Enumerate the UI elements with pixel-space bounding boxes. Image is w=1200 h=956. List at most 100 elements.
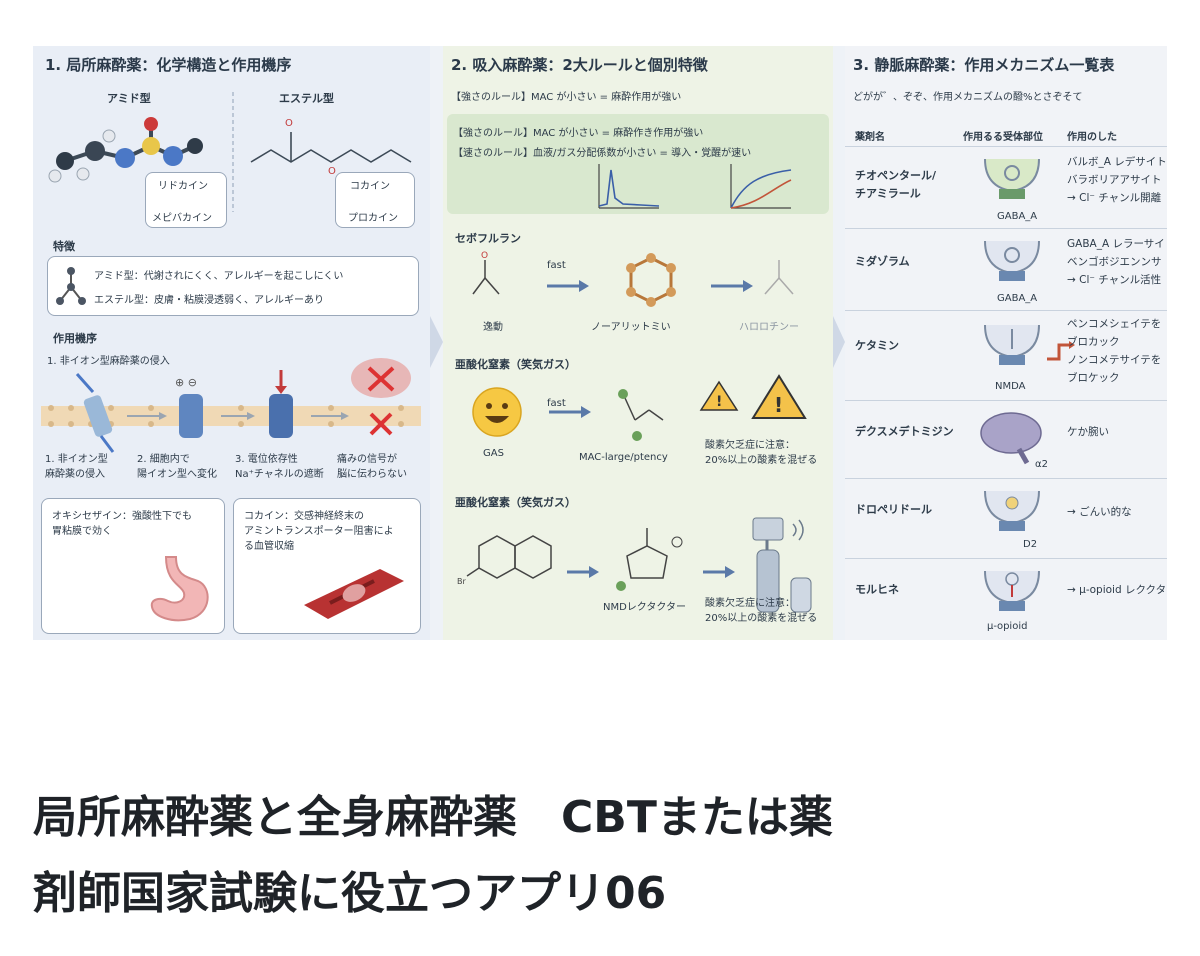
effect-text: GABA_A レラーサイ ベンゴボジエンンサ → Cl⁻ チャンル活性 (1067, 238, 1165, 286)
membrane-channel-diagram: ⊕ ⊖ (41, 358, 421, 453)
rule-speed: 【速さのルール】血液/ガス分配係数が小さい = 導入・覚醒が速い (453, 148, 752, 159)
ketamine-structure-diagram: Br (457, 517, 812, 613)
receptor-name: GABA_A (997, 211, 1038, 222)
amide-molecule-model (48, 117, 203, 183)
note-left-text: オキシセザイン：強酸性下でも 胃粘膜で効く (52, 511, 192, 537)
mechanism-step-4: 痛みの信号が 脳に伝わらない (337, 454, 407, 480)
panel-2-title: 2. 吸入麻酔薬：2大ルールと個別特徴 (451, 56, 708, 74)
blood-vessel-icon (304, 569, 404, 619)
ester-structure-formula: O O (250, 118, 412, 177)
receptor-name: D2 (1023, 539, 1038, 550)
receptor-name: GABA_A (997, 293, 1038, 304)
article-title[interactable]: 局所麻酔薬と全身麻酔薬 CBTまたは薬 剤師国家試験に役立つアプリ06 (33, 780, 1167, 932)
panel-3-title: 3. 静脈麻酔薬：作用メカニズム一覧表 (853, 56, 1115, 74)
drug-name: チオペンタール/ チアミラール (855, 169, 937, 200)
features-title: 特徴 (53, 240, 75, 253)
nitrous-label-gas: GAS (483, 448, 504, 459)
effect-text: → ごんい的な (1067, 506, 1132, 518)
sevoflurane-label-3: ハロロチンー (739, 322, 799, 333)
mechanism-step-2: 2. 細胞内で 陽イオン型へ変化 (137, 454, 217, 480)
opioid-receptor-icon (984, 570, 1040, 611)
gaba-receptor-icon (984, 240, 1040, 281)
table-row: ミダゾラム GABA_A GABA_A レラーサイ ベンゴボジエンンサ → Cl… (845, 228, 1167, 310)
gaba-receptor-icon (984, 158, 1040, 199)
amide-drug-2: メピバカイン (152, 213, 212, 224)
nitrous-fast: fast (547, 398, 566, 409)
header-receptor: 作用るる受体部位 (963, 132, 1043, 143)
table-row: チオペンタール/ チアミラール GABA_A バルボ_A レデサイト バラボリア… (845, 146, 1167, 228)
svg-text:O: O (481, 251, 488, 261)
drug-name: モルヒネ (855, 583, 899, 596)
ester-type-label: エステル型 (279, 92, 334, 105)
panel-1-arrow (430, 316, 443, 368)
nitrous-label-mac: MAC-large/ptency (579, 452, 668, 463)
svg-text:!: ! (774, 393, 783, 417)
sevoflurane-structures: O (472, 251, 794, 307)
rules-box: 【強さのルール】MAC が小さい = 麻酔作き作用が強い 【速さのルール】血液/… (447, 114, 829, 214)
ester-drug-2: プロカイン (348, 213, 398, 224)
panel-iv-anesthetics: 3. 静脈麻酔薬：作用メカニズム一覧表 どがが゛、ぞぞ、作用メカニズムの醱%とさ… (845, 46, 1167, 640)
panel-inhalation-anesthetics: 2. 吸入麻酔薬：2大ルールと個別特徴 【強さのルール】MAC が小さい = 麻… (443, 46, 833, 640)
effect-text: ペンコメシェイテを ブロカック ノンコメテサイテを ブロケック (1067, 318, 1162, 384)
sevoflurane-fast: fast (547, 260, 566, 271)
features-box: アミド型：代謝されにくく、アレルギーを起こしにくい エステル型：皮膚・粘膜浸透弱… (47, 256, 419, 316)
concentration-graph-1 (598, 164, 660, 209)
mechanism-step-1: 1. 非イオン型 麻酔薬の侵入 (45, 454, 108, 480)
svg-text:!: ! (716, 394, 722, 410)
stomach-icon (150, 556, 209, 622)
panel-2-arrow (833, 316, 845, 368)
ketamine-label: NMDレクタクター (603, 602, 687, 613)
mechanism-title: 作用機序 (53, 332, 97, 345)
receptor-name: NMDA (995, 381, 1026, 392)
drug-name: デクスメデトミジン (855, 425, 954, 438)
nitrous-oxide-title-1: 亜酸化窒素（笑気ガス） (455, 358, 576, 371)
sevoflurane-label-2: ノーアリットミい (591, 322, 671, 333)
rule-strength: 【強さのルール】MAC が小さい = 麻酔作き作用が強い (453, 128, 704, 139)
feature-ester: エステル型：皮膚・粘膜浸透弱く、アレルギーあり (94, 295, 324, 306)
note-cocaine: コカイン：交感神経終末の アミントランスポーター阻害によ る血管収縮 (233, 498, 421, 634)
svg-text:⊕ ⊖: ⊕ ⊖ (175, 376, 197, 389)
feature-amide: アミド型：代謝されにくく、アレルギーを起こしにくい (94, 271, 344, 282)
table-row: デクスメデトミジン α2 ケか腕い (845, 400, 1167, 478)
article-title-line-2: 剤師国家試験に役立つアプリ06 (33, 868, 667, 919)
note-right-text: コカイン：交感神経終末の アミントランスポーター阻害によ る血管収縮 (244, 511, 394, 552)
effect-text: ケか腕い (1067, 426, 1109, 438)
article-thumbnail-infographic[interactable]: 1. 局所麻酔薬：化学構造と作用機序 アミド型 エステル型 リドカイン (33, 46, 1167, 640)
panel-local-anesthetics: 1. 局所麻酔薬：化学構造と作用機序 アミド型 エステル型 リドカイン (33, 46, 430, 640)
nitrous-oxide-title-2: 亜酸化窒素（笑気ガス） (455, 496, 576, 509)
amide-drug-box: リドカイン メピバカイン (145, 172, 227, 228)
ester-drug-1: コカイン (350, 181, 390, 192)
note-oxethazaine: オキシセザイン：強酸性下でも 胃粘膜で効く (41, 498, 225, 634)
amide-type-label: アミド型 (107, 92, 151, 105)
svg-text:Br: Br (457, 577, 466, 586)
table-row: モルヒネ μ-opioid → μ-opioid レククター (845, 558, 1167, 640)
drug-name: ミダゾラム (855, 255, 910, 268)
drug-name: ドロペリドール (855, 503, 932, 516)
panel-1-title: 1. 局所麻酔薬：化学構造と作用機序 (45, 56, 292, 74)
nmda-receptor-icon (984, 324, 1040, 365)
mechanism-step-3: 3. 電位依存性 Na⁺チャネルの遮断 (235, 454, 324, 480)
header-drug: 薬剤名 (855, 132, 885, 143)
concentration-graph-2 (730, 164, 792, 209)
mechanism-step-heading: 1. 非イオン型麻酔薬の侵入 (47, 356, 170, 367)
receptor-name: μ-opioid (987, 621, 1028, 632)
effect-text: → μ-opioid レククター (1067, 584, 1167, 596)
brain-icon (980, 412, 1042, 465)
amide-drug-1: リドカイン (158, 181, 208, 192)
panel-3-subtitle: どがが゛、ぞぞ、作用メカニズムの醱%とさぞそて (853, 92, 1083, 103)
sevoflurane-title: セボフルラン (455, 232, 521, 245)
molecule-icon (56, 267, 86, 305)
dopamine-receptor-icon (984, 490, 1040, 531)
article-title-line-1: 局所麻酔薬と全身麻酔薬 CBTまたは薬 (33, 792, 833, 843)
sevoflurane-label-1: 逸動 (483, 322, 503, 333)
receptor-name: α2 (1035, 459, 1048, 470)
svg-text:O: O (328, 166, 336, 177)
nitrous-warning-1: 酸素欠乏症に注意： 20%以上の酸素を混ぜる (705, 440, 818, 466)
effect-text: バルボ_A レデサイト バラボリアアサイト → Cl⁻ チャンル開離 (1067, 156, 1167, 204)
ester-drug-box: コカイン プロカイン (335, 172, 415, 228)
rule-strength-summary: 【強さのルール】MAC が小さい = 麻酔作用が強い (451, 92, 682, 103)
header-effect: 作用のした (1067, 132, 1117, 143)
table-row: ケタミン NMDA ペンコメシェイテを ブロカック ノンコメテサイテを ブロケッ… (845, 310, 1167, 400)
type-divider (232, 92, 234, 212)
nitrous-warning-2: 酸素欠乏症に注意： 20%以上の酸素を混ぜる (705, 598, 818, 624)
